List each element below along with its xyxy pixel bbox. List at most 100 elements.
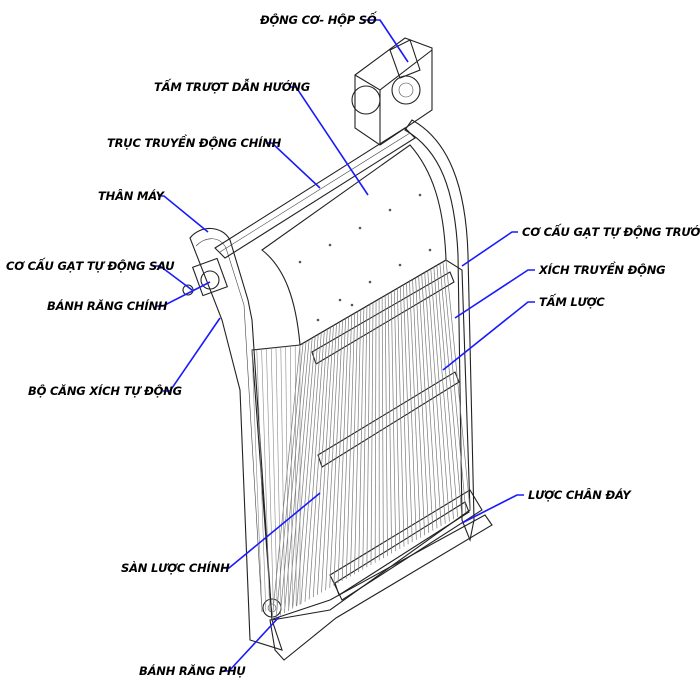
rake-tine — [317, 325, 334, 595]
rake-tine — [390, 291, 397, 552]
rake-tine — [424, 272, 442, 527]
rake-tine — [285, 346, 289, 608]
rake-tine — [433, 267, 454, 520]
rake-tine — [436, 265, 458, 517]
rake-tine — [362, 306, 368, 570]
leader-lines — [153, 19, 535, 672]
machine-body — [182, 37, 493, 661]
rake-tine — [261, 348, 270, 611]
rake-tine — [358, 307, 365, 572]
rake-tine — [384, 295, 388, 556]
bolt — [418, 193, 422, 197]
rake-tine — [354, 309, 362, 575]
bolt — [428, 248, 432, 252]
leader-guide-plate — [290, 86, 369, 196]
bolt — [388, 208, 392, 212]
rake-tine — [387, 293, 392, 554]
leader-rear-scraper — [153, 265, 193, 291]
rake-tine — [366, 304, 371, 568]
rake-tine — [403, 284, 413, 543]
rake-tine — [300, 332, 322, 604]
leader-rake-plate — [442, 301, 535, 371]
leader-chain-tensioner — [163, 317, 221, 392]
rake-tine — [256, 349, 267, 612]
bolt — [316, 318, 320, 322]
rake-tine — [284, 339, 310, 614]
frame-side-plate — [189, 227, 283, 651]
rake-tine — [393, 290, 401, 549]
label-rear-scraper: CƠ CẤU GẠT TỰ ĐỘNG SAU — [6, 257, 175, 273]
rake-tine — [294, 345, 297, 606]
leader-aux-gear — [223, 616, 280, 672]
rake-tine — [370, 302, 374, 566]
rake-tines — [251, 259, 471, 621]
rake-plate-2 — [317, 371, 460, 468]
rake-tine — [251, 349, 263, 613]
rake-tine — [421, 274, 438, 529]
leader-drive-chain — [454, 269, 535, 319]
rake-tine — [350, 311, 359, 577]
rake-tine — [374, 300, 377, 563]
rake-tine — [308, 329, 328, 600]
label-chain-tensioner: BỘ CĂNG XÍCH TỰ ĐỘNG — [28, 383, 182, 398]
bolt — [338, 298, 342, 302]
bolt — [358, 226, 362, 230]
rake-tine — [341, 314, 353, 582]
leader-main-rake-floor — [222, 492, 321, 569]
rake-plate-3 — [334, 501, 470, 596]
rake-tine — [304, 330, 325, 602]
leader-front-scraper — [461, 231, 518, 267]
label-guide-plate: TẤM TRƯỢT DẪN HƯỚNG — [154, 78, 310, 94]
rake-tine — [329, 320, 343, 588]
label-main-shaft: TRỤC TRUYỀN ĐỘNG CHÍNH — [107, 134, 282, 150]
rake-tine — [418, 275, 434, 531]
rake-tine — [381, 297, 384, 559]
rake-tine — [439, 263, 463, 515]
guide-rail-right — [404, 119, 475, 542]
rake-tine — [412, 279, 425, 536]
label-drive-chain: XÍCH TRUYỀN ĐỘNG — [538, 261, 665, 277]
rake-tine — [415, 277, 430, 533]
label-motor-gearbox: ĐỘNG CƠ- HỘP SỐ — [259, 10, 378, 27]
bolt — [298, 260, 302, 264]
bolt — [368, 280, 372, 284]
bolt — [350, 303, 354, 307]
leader-main-shaft — [266, 142, 321, 189]
rake-tine — [406, 283, 417, 540]
bolt — [398, 263, 402, 267]
motor-gearbox-unit — [351, 37, 433, 146]
label-main-gear: BÁNH RĂNG CHÍNH — [47, 298, 168, 313]
leader-frame — [158, 195, 209, 233]
label-bottom-rake: LƯỢC CHÂN ĐÁY — [528, 487, 632, 502]
main-drive-shaft — [214, 127, 416, 259]
label-front-scraper: CƠ CẤU GẠT TỰ ĐỘNG TRƯỚC — [522, 223, 700, 239]
rake-tine — [337, 316, 350, 584]
rake-tine — [430, 268, 450, 522]
rake-tine — [345, 313, 356, 579]
rake-tine — [325, 321, 340, 591]
rake-tine — [396, 288, 405, 547]
rake-tine — [279, 341, 307, 616]
leader-main-gear — [156, 281, 211, 307]
rake-tine — [288, 337, 313, 611]
rake-plate-1 — [311, 271, 455, 365]
rake-tine — [290, 345, 293, 607]
rake-tine — [296, 334, 319, 607]
rake-tine — [292, 336, 316, 609]
rake-tine — [280, 346, 286, 608]
rake-tine — [445, 259, 471, 511]
leader-motor-gearbox — [363, 19, 409, 63]
rake-tine — [400, 286, 409, 545]
rake-tine — [275, 343, 304, 618]
label-main-rake-floor: SÀN LƯỢC CHÍNH — [121, 560, 230, 575]
rake-tine — [321, 323, 337, 593]
rake-tine — [333, 318, 346, 586]
guide-plate-bolts — [298, 193, 432, 322]
bolt — [328, 243, 332, 247]
rake-tine — [409, 281, 421, 538]
rake-tine — [442, 261, 467, 513]
rake-tine — [275, 347, 282, 609]
machine-base — [269, 514, 493, 661]
